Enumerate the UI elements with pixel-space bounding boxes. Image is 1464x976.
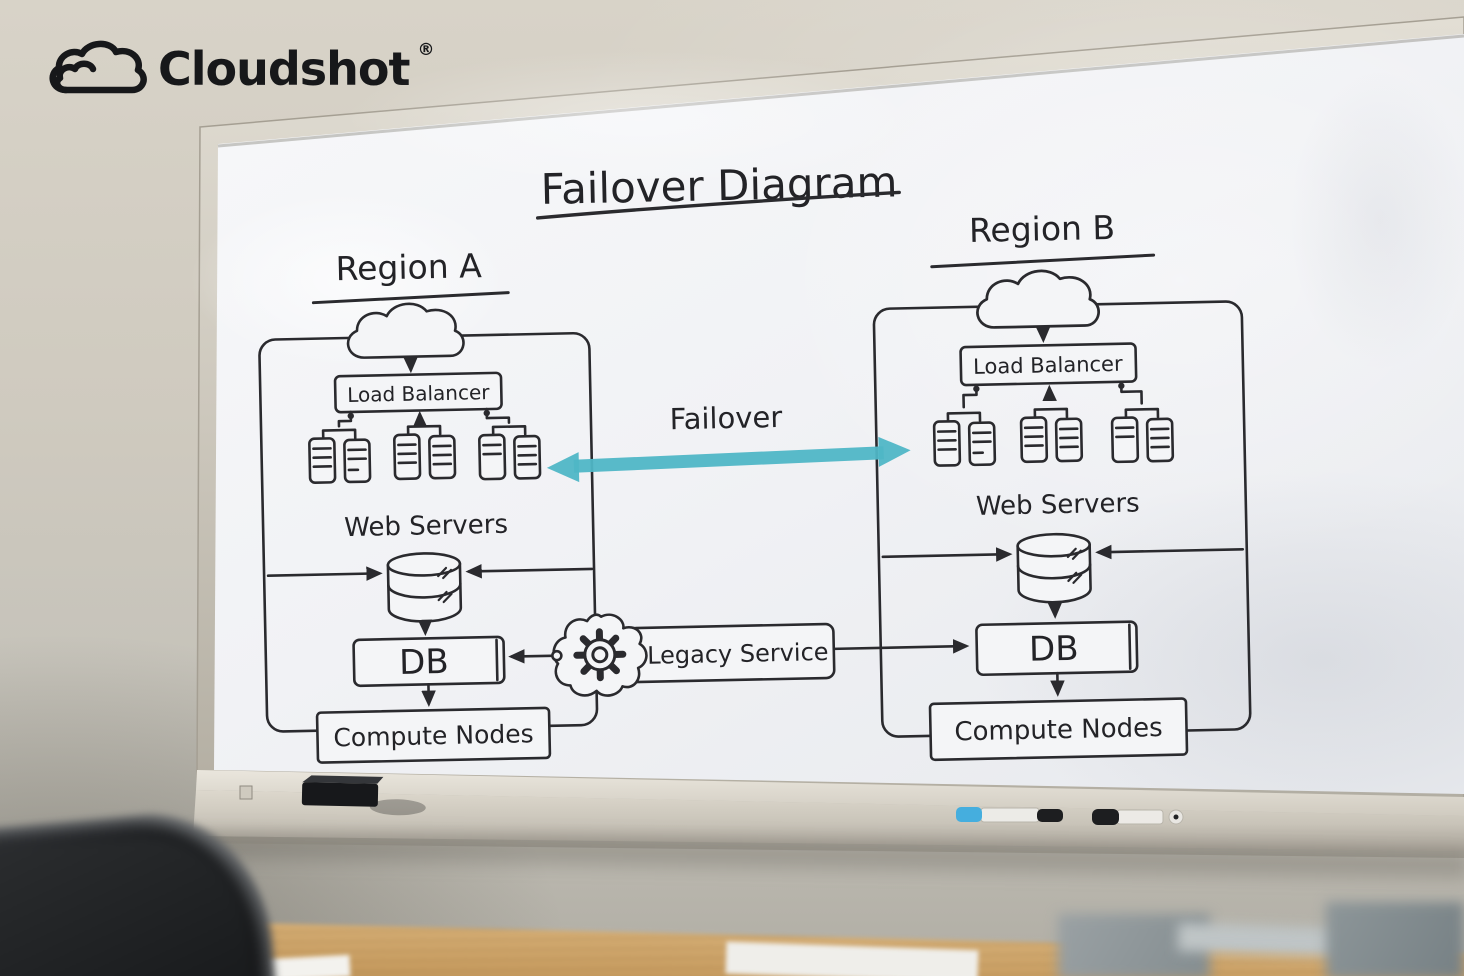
failover-arrowhead-left: [546, 452, 580, 483]
failover-diagram: Failover Diagram Region A Load Balancer: [258, 157, 1252, 764]
server-rack-icon: [478, 424, 542, 481]
desk-object: [1326, 902, 1464, 976]
server-rack-icon: [308, 428, 372, 484]
connector-circle: [551, 649, 563, 662]
server-rack-icon: [1110, 407, 1175, 464]
board-ghost-marks: [1290, 70, 1464, 370]
marker-black-cap: [1092, 809, 1164, 825]
lb-connector-left: [962, 383, 978, 409]
arrow-left-to-db-cylinder: [881, 547, 1013, 562]
db-label: DB: [1029, 629, 1079, 670]
cloudshot-logo: Cloudshot ®: [44, 38, 435, 102]
server-rack-icon: [392, 424, 457, 481]
database-cylinder-icon: [1016, 532, 1092, 604]
marker-blue-cap: [956, 807, 1063, 823]
gear-icon: [573, 628, 627, 682]
load-balancer-label: Load Balancer: [347, 380, 491, 407]
failover-arrowhead-right: [878, 436, 911, 467]
lb-connector-left: [337, 410, 353, 428]
title-underline: [535, 190, 901, 220]
whiteboard-eraser: [301, 775, 426, 816]
server-rack-icon: [1019, 407, 1084, 464]
web-servers-label: Web Servers: [976, 488, 1140, 521]
region-b-underline: [930, 253, 1156, 269]
legacy-service: Legacy Service: [508, 613, 970, 697]
lb-connector-right: [485, 407, 511, 424]
compute-nodes-box: [928, 697, 1189, 762]
arrow-left-to-db-cylinder: [266, 566, 383, 581]
load-balancer-label: Load Balancer: [973, 352, 1123, 379]
failover-arrow-body: [573, 446, 884, 473]
db-box-double-edge: [495, 638, 499, 682]
marker-end-view: [1168, 809, 1184, 825]
arrow-legacy-to-db-a: [508, 649, 553, 664]
region-b-title: Region B: [969, 208, 1116, 250]
marker-tray: [193, 770, 1464, 858]
cloud-icon: [976, 269, 1100, 329]
compute-nodes-box: [315, 706, 552, 764]
arrow-right-to-db-cylinder: [465, 563, 594, 579]
region-a: Region A Load Balancer: [266, 246, 594, 764]
tray-bracket: [239, 785, 253, 800]
lb-connector-right: [1119, 380, 1143, 405]
arrow-legacy-to-db-b: [832, 639, 970, 654]
cloud-icon: [346, 302, 465, 359]
failover-label: Failover: [669, 400, 782, 436]
tray-lip: [193, 836, 1464, 858]
web-servers-label: Web Servers: [344, 510, 508, 543]
region-a-title: Region A: [335, 246, 482, 288]
server-rack-icon: [932, 411, 997, 467]
region-b: Region B Load Balancer: [881, 208, 1245, 762]
load-balancer-box: [959, 342, 1138, 387]
tray-top: [196, 770, 1464, 816]
cloud-logo-icon: [49, 40, 147, 94]
board-glare: [750, 0, 1464, 580]
database-cylinder-icon: [386, 552, 463, 623]
load-balancer-box: [333, 371, 503, 414]
board-glare: [340, 50, 940, 190]
compute-nodes-label: Compute Nodes: [954, 713, 1163, 747]
logo-brand-text: Cloudshot: [158, 42, 411, 96]
compute-nodes-label: Compute Nodes: [333, 719, 534, 752]
arrow-right-to-db-cylinder: [1095, 544, 1245, 560]
tray-front: [193, 790, 1464, 851]
region-a-underline: [311, 291, 510, 305]
registered-trademark: ®: [417, 40, 435, 60]
failover-link: Failover: [546, 400, 911, 483]
chair-mesh-back: [0, 832, 261, 976]
db-box-double-edge: [1128, 623, 1132, 670]
db-label: DB: [399, 642, 449, 683]
legacy-service-label: Legacy Service: [647, 638, 829, 670]
